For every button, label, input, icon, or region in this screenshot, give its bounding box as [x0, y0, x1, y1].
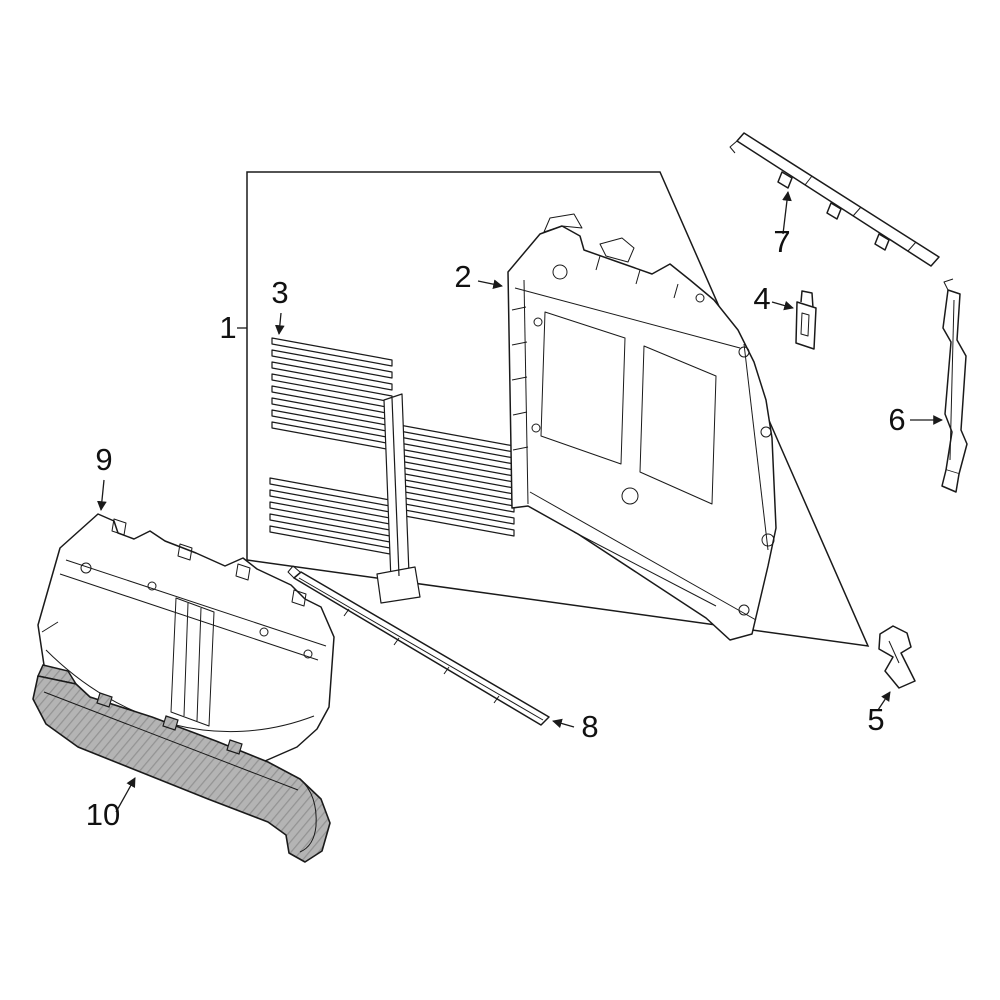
center-hole	[621, 487, 639, 505]
leader-5	[877, 691, 891, 711]
bolt-hole	[738, 346, 750, 358]
deflector-tab	[235, 563, 251, 581]
radiator-support-body	[507, 225, 777, 641]
hook-bracket-body	[878, 625, 916, 689]
lower-seal-part-8	[287, 565, 550, 726]
deflector-tab	[111, 518, 127, 536]
upper-rail-part-7	[729, 132, 940, 267]
group-box-outline	[246, 171, 870, 647]
slat-center-spine	[376, 393, 421, 604]
upper-rail-tab	[777, 171, 793, 189]
bolt-hole	[695, 293, 705, 303]
leader-8	[552, 718, 575, 729]
lower-deflector-tab	[162, 715, 179, 731]
leader-9	[97, 479, 107, 511]
leader-4	[771, 300, 794, 311]
deflector-tab	[177, 543, 193, 561]
hook-bracket-part-5	[878, 625, 916, 689]
part-label-2: 2	[454, 259, 471, 294]
air-deflector-rim-line-2	[59, 573, 319, 661]
lower-deflector-body	[32, 675, 331, 863]
bolt-hole	[533, 317, 543, 327]
leader-7	[782, 191, 792, 235]
part-label-4: 4	[753, 281, 770, 316]
bracket-part-4	[795, 290, 817, 350]
part-label-9: 9	[95, 442, 112, 477]
bolt-hole	[531, 423, 541, 433]
leader-3	[274, 312, 285, 335]
side-bracket-body	[942, 289, 968, 475]
slat-group-lower	[269, 477, 391, 555]
part-label-7: 7	[773, 224, 790, 259]
lower-deflector-part-10	[32, 664, 331, 863]
deflector-tab	[291, 589, 307, 607]
group-box-part-1	[246, 171, 870, 647]
top-bracket-2	[599, 237, 635, 263]
deflector-hole	[80, 562, 92, 574]
center-duct-bracket	[170, 597, 215, 727]
bolt-hole	[761, 533, 775, 547]
left-bar-inner-line	[523, 279, 529, 505]
lower-deflector-inner-line	[43, 691, 299, 791]
left-bar-rungs	[511, 306, 529, 451]
upper-rail-tab	[874, 233, 890, 251]
bracket-tab	[800, 290, 814, 309]
leader-10	[115, 777, 136, 813]
lower-deflector-tab	[96, 692, 113, 708]
shutter-slats-part-3	[269, 337, 515, 604]
deflector-left-fold	[41, 621, 59, 633]
top-rail-inner-line	[514, 287, 741, 349]
lower-cross-line	[573, 531, 717, 607]
side-bracket-foot	[941, 469, 960, 493]
bottom-rail-inner-line	[529, 491, 757, 621]
lower-deflector-curl	[299, 778, 317, 853]
upper-rail-end-hook	[729, 140, 738, 154]
deflector-hole	[147, 581, 157, 591]
top-bracket	[543, 213, 583, 233]
seal-strip-inner-line	[298, 577, 544, 721]
side-bracket-part-6	[941, 278, 968, 493]
radiator-opening-left	[540, 311, 626, 465]
part-label-10: 10	[86, 797, 120, 832]
bracket-slot	[800, 312, 810, 337]
slat-group-right	[393, 423, 515, 537]
side-bracket-inner-line	[949, 299, 955, 461]
upper-rail-body	[736, 132, 940, 267]
seal-strip-end-tab	[287, 565, 301, 579]
part-label-5: 5	[867, 702, 884, 737]
part-label-8: 8	[581, 709, 598, 744]
slat-group-upper	[271, 337, 393, 451]
leader-2	[477, 279, 503, 289]
side-bracket-top-hook	[943, 278, 954, 291]
upper-rail-ticks	[804, 175, 917, 252]
bolt-hole	[760, 426, 772, 438]
right-plate-inner-line	[743, 343, 769, 551]
bolt-hole	[738, 604, 750, 616]
lower-deflector-tab	[226, 739, 243, 755]
rail-ticks	[595, 255, 679, 299]
center-duct-lines	[183, 602, 202, 722]
part-label-3: 3	[271, 275, 288, 310]
deflector-hole	[303, 649, 313, 659]
seal-strip-ticks	[343, 608, 500, 704]
bolt-hole	[552, 264, 568, 280]
part-label-1: 1	[219, 310, 236, 345]
bracket-body	[795, 301, 817, 350]
radiator-opening-right	[639, 345, 717, 505]
part-label-6: 6	[888, 402, 905, 437]
callouts: 1 2 3 4 5 6 7 8 9 10	[86, 191, 943, 832]
hook-bracket-inner-line	[888, 640, 900, 664]
deflector-hole	[259, 627, 269, 637]
upper-rail-tab	[826, 202, 842, 220]
radiator-support-part-2	[507, 213, 777, 641]
air-deflector-rim-line	[65, 559, 327, 647]
